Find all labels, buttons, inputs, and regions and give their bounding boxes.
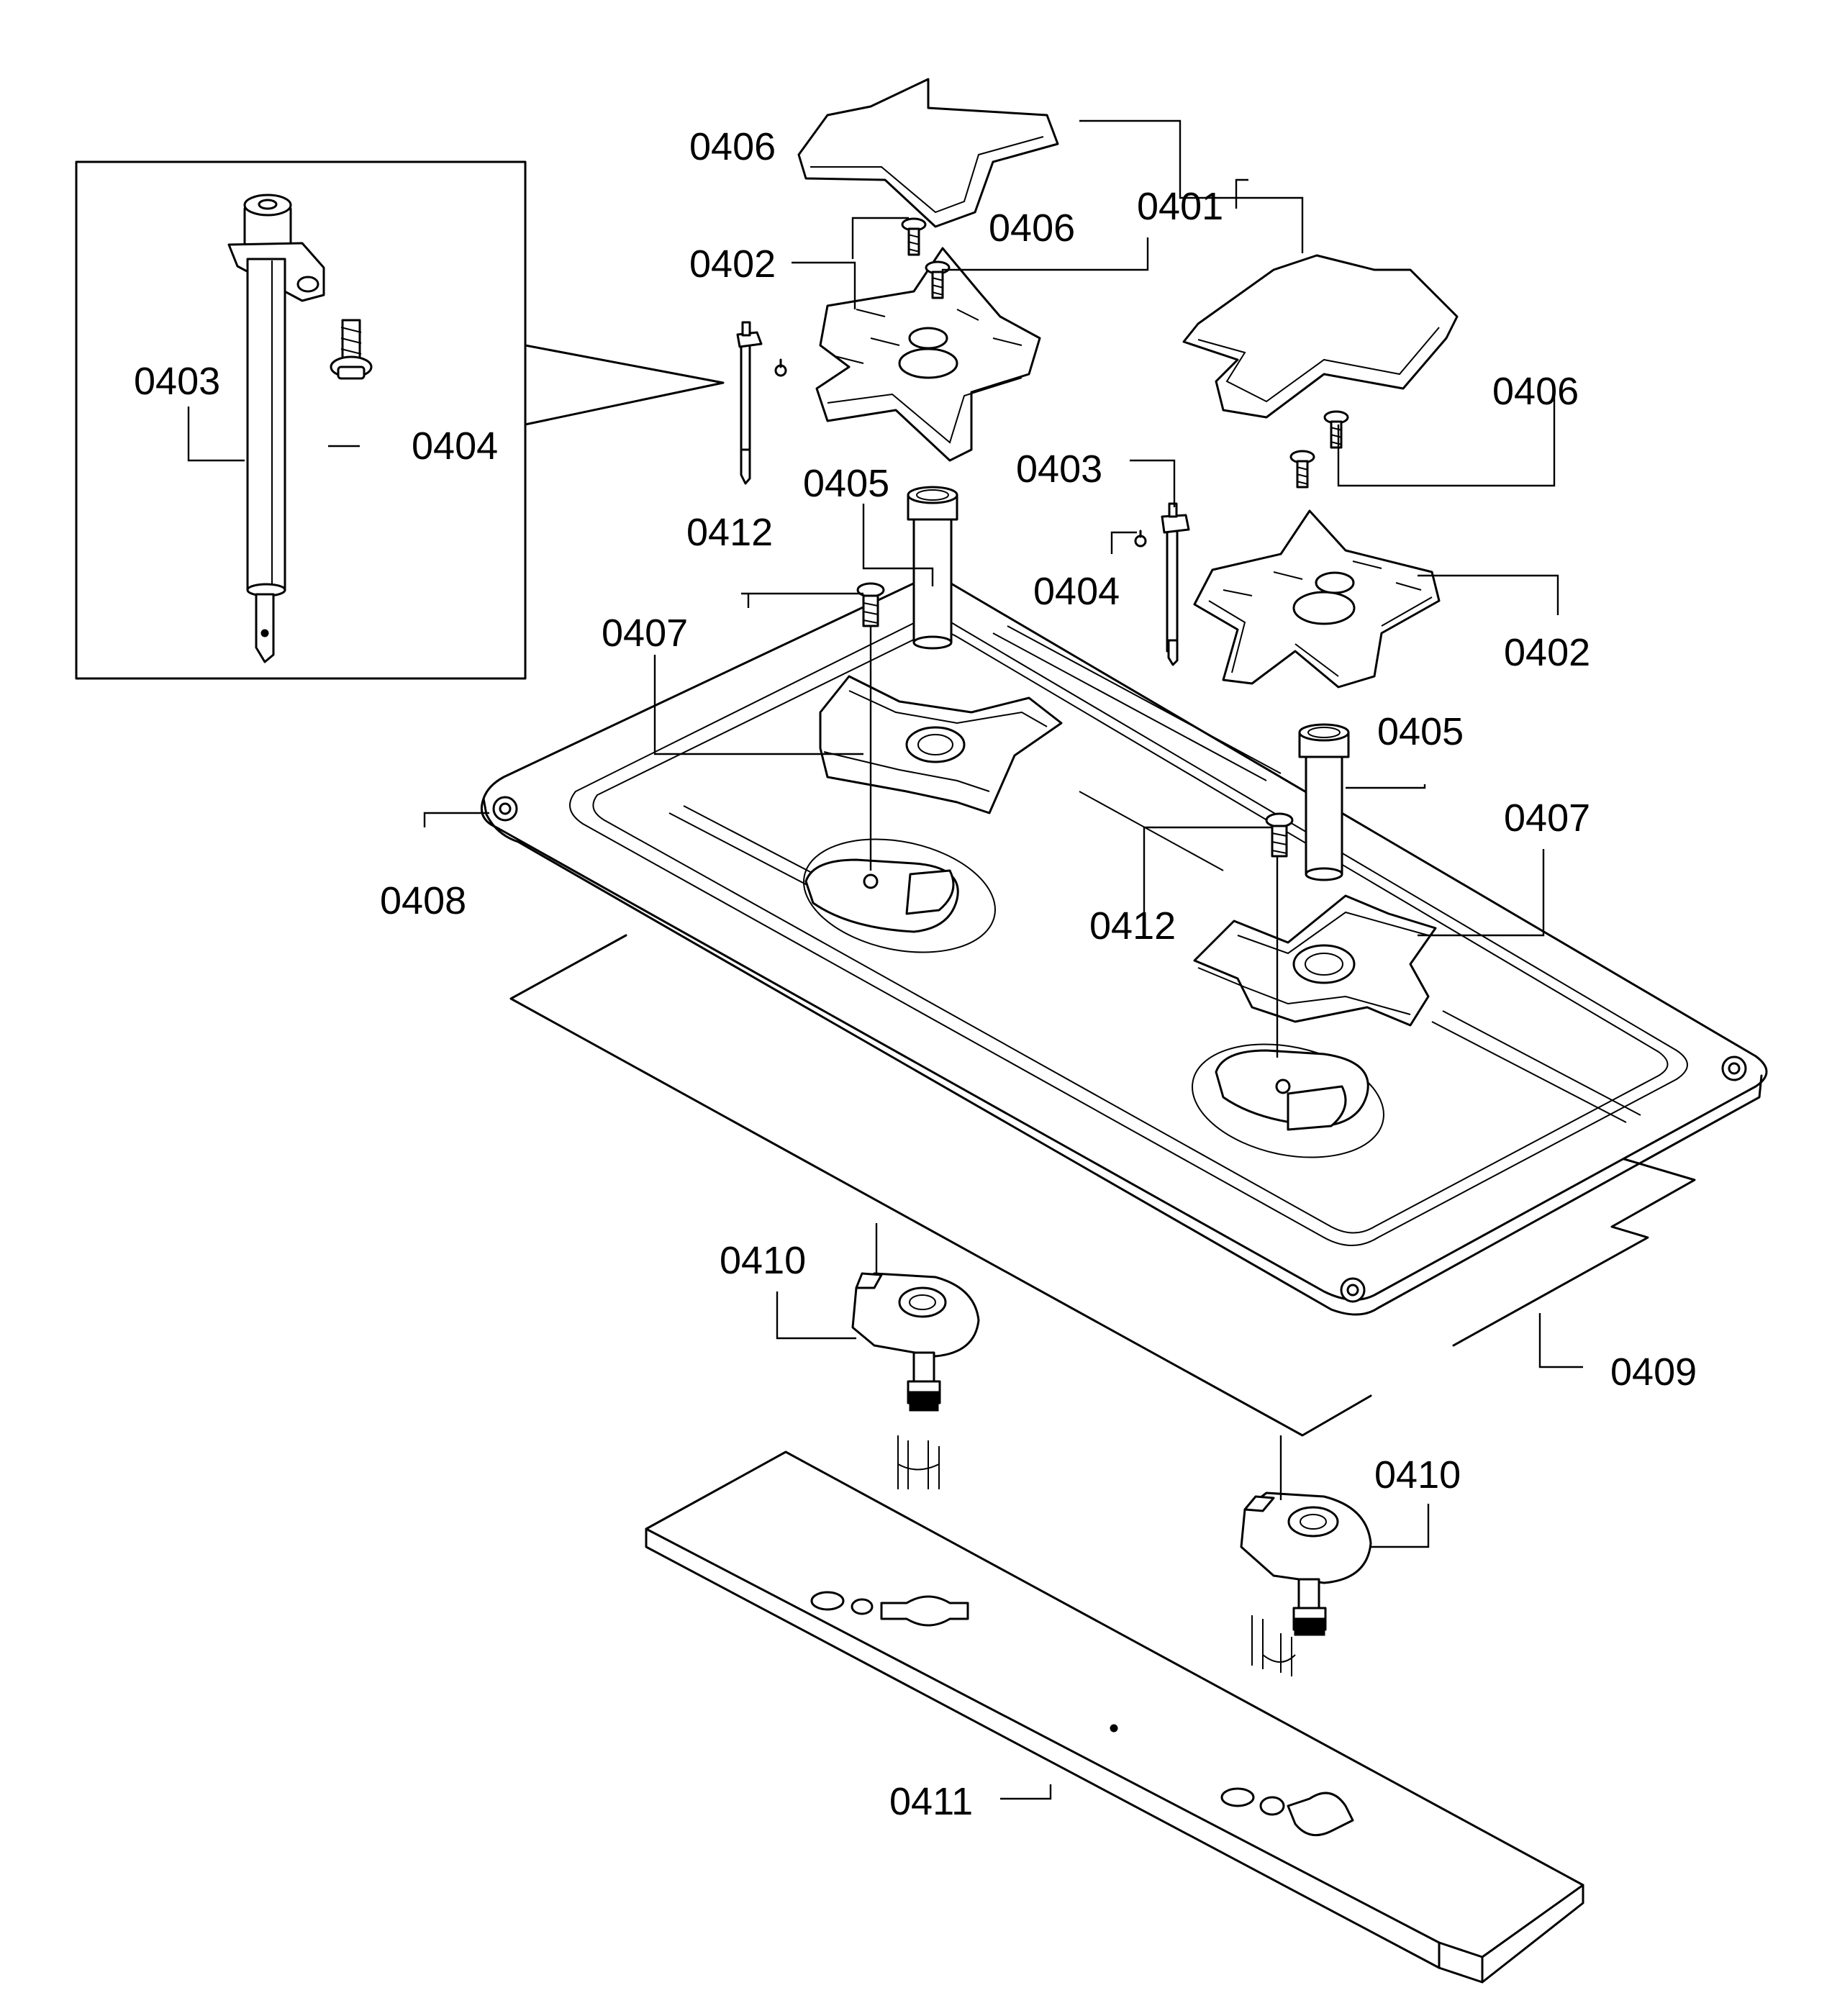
callout-0405-a: 0405 <box>803 462 889 505</box>
callout-0407-a: 0407 <box>602 612 688 655</box>
callout-0402-a: 0402 <box>689 242 776 286</box>
callout-0402-b: 0402 <box>1504 631 1590 674</box>
burner-cap-0401-b <box>1182 254 1459 419</box>
callout-labels: 0401 0402 0402 0403 0403 0404 0404 0405 … <box>134 125 1697 1823</box>
callout-0408: 0408 <box>380 879 466 922</box>
screw-0412-b <box>1265 812 1294 858</box>
screw-0406-a <box>901 217 927 256</box>
callout-0412-a: 0412 <box>686 511 773 554</box>
burner-body-0402-a <box>815 247 1041 462</box>
callout-0403-b: 0403 <box>1016 448 1102 491</box>
leader-lines <box>187 119 1583 1800</box>
inset-electrode-0403 <box>227 194 325 663</box>
screw-0406-b <box>925 260 951 299</box>
burner-body-0402-b <box>1193 509 1441 689</box>
inset-detail-box <box>75 160 725 680</box>
callout-0406-a: 0406 <box>689 125 776 168</box>
callout-0410-b: 0410 <box>1374 1453 1461 1497</box>
screw-0412-a <box>856 582 885 627</box>
burner-cap-0401-a <box>797 78 1059 228</box>
valve-0410-a <box>851 1272 980 1489</box>
gasket-0409 <box>509 934 1696 1437</box>
electrode-0403-a <box>736 321 763 485</box>
screw-0404-a <box>774 358 787 377</box>
callout-0409: 0409 <box>1610 1350 1697 1394</box>
callout-0404-b: 0404 <box>1033 570 1120 613</box>
burner-base-0407-b <box>1193 894 1437 1027</box>
callout-0406-c: 0406 <box>1492 370 1579 413</box>
callout-0401: 0401 <box>1137 185 1223 228</box>
inset-screw-0404 <box>330 319 373 380</box>
bracket-0411 <box>645 1450 1584 1984</box>
burner-base-0407-a <box>819 675 1063 814</box>
callout-0411: 0411 <box>889 1780 973 1823</box>
screw-0404-b <box>1134 530 1147 548</box>
tube-0405-b <box>1298 723 1350 881</box>
cooktop-tray-0408 <box>480 576 1768 1316</box>
callout-0403-inset: 0403 <box>134 360 220 403</box>
screw-0406-d <box>1289 450 1315 489</box>
callout-0407-b: 0407 <box>1504 796 1590 840</box>
callout-0406-b: 0406 <box>989 206 1075 250</box>
callout-0405-b: 0405 <box>1377 710 1464 753</box>
electrode-0403-b <box>1161 502 1190 666</box>
callout-0412-b: 0412 <box>1089 904 1176 948</box>
valve-0410-b <box>1240 1491 1372 1676</box>
callout-0410-a: 0410 <box>720 1239 806 1282</box>
callout-0404-inset: 0404 <box>412 424 498 468</box>
screw-0406-c <box>1323 410 1349 449</box>
